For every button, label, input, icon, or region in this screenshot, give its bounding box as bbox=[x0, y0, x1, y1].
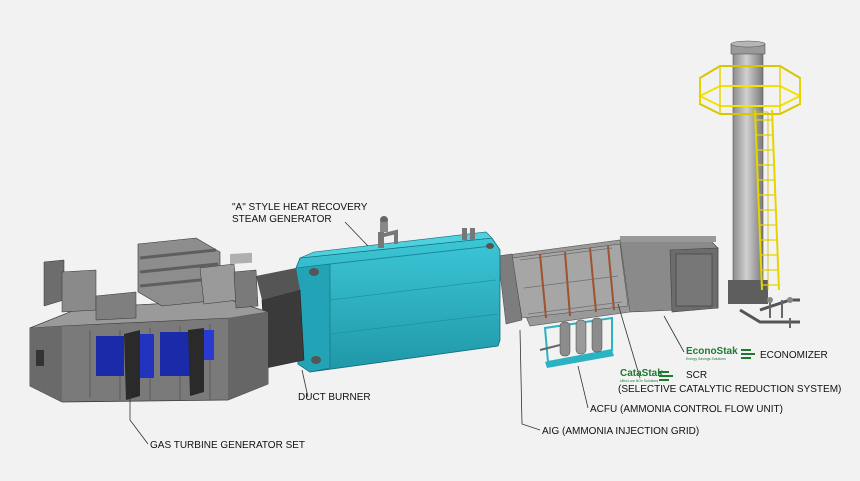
gas-turbine-label: GAS TURBINE GENERATOR SET bbox=[150, 440, 305, 452]
duct-burner-label: DUCT BURNER bbox=[298, 392, 371, 404]
economizer-label: ECONOMIZER bbox=[760, 350, 828, 362]
acfu-label: ACFU (AMMONIA CONTROL FLOW UNIT) bbox=[590, 404, 783, 416]
acfu-skid bbox=[540, 318, 614, 368]
leader-aig bbox=[520, 330, 540, 430]
scr-label-line2: (SELECTIVE CATALYTIC REDUCTION SYSTEM) bbox=[618, 384, 841, 396]
econostak-logo-text: EconoStak bbox=[686, 346, 738, 357]
econostak-logo: EconoStak Energy Savings Solutions bbox=[686, 346, 738, 361]
hrsg-label-line1: "A" STYLE HEAT RECOVERY bbox=[232, 202, 367, 214]
leader-scr bbox=[618, 304, 640, 378]
catastak-logo-text: CataStak bbox=[620, 368, 663, 379]
scr-module bbox=[620, 236, 718, 312]
leader-economizer bbox=[664, 316, 684, 352]
scr-label-line1: SCR bbox=[686, 370, 707, 382]
leader-acfu bbox=[578, 366, 588, 408]
aig-label: AIG (AMMONIA INJECTION GRID) bbox=[542, 426, 699, 438]
duct-transition bbox=[498, 240, 630, 326]
hrsg-label-line2: STEAM GENERATOR bbox=[232, 214, 332, 226]
econostak-logo-tagline: Energy Savings Solutions bbox=[686, 357, 738, 361]
catastak-logo-tagline: Ultra Low NOx Solutions bbox=[620, 379, 663, 383]
hrsg-boiler bbox=[296, 216, 500, 372]
gas-turbine-enclosure bbox=[30, 238, 268, 402]
catastak-logo: CataStak Ultra Low NOx Solutions bbox=[620, 368, 663, 383]
leader-hrsg bbox=[345, 222, 368, 246]
